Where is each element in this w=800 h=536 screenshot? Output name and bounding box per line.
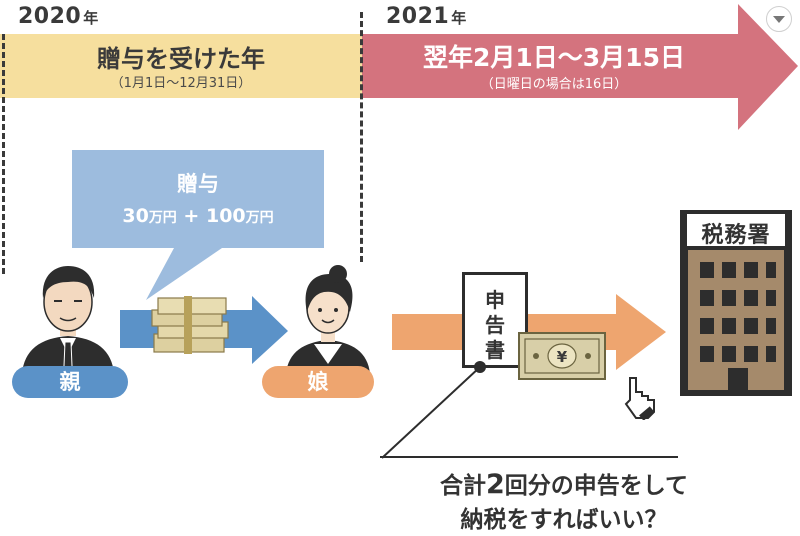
form-char-2: 告 xyxy=(485,313,505,337)
father-avatar-icon xyxy=(22,266,114,374)
gift-year-band: 贈与を受けた年 （1月1日～12月31日） xyxy=(0,34,362,98)
form-char-1: 申 xyxy=(485,288,505,312)
pointer-hand-icon xyxy=(624,377,655,420)
filing-period-title: 翌年2月1日～3月15日 xyxy=(423,43,685,72)
building-windows xyxy=(700,262,776,390)
banknote-icon: ¥ xyxy=(518,332,606,380)
gift-amount: 30万円 + 100万円 xyxy=(122,205,274,227)
callout-underline xyxy=(380,456,678,458)
filing-period-arrow xyxy=(362,4,798,130)
gift-year-title: 贈与を受けた年 xyxy=(97,45,265,73)
receiver-pill: 娘 xyxy=(262,366,374,398)
tax-office-label: 税務署 xyxy=(701,223,771,248)
filing-period-subtitle: （日曜日の場合は16日） xyxy=(480,77,628,92)
form-char-3: 書 xyxy=(485,338,505,362)
timeline-start-divider xyxy=(2,34,5,274)
daughter-avatar-icon xyxy=(286,265,370,374)
year-boundary-divider xyxy=(360,12,363,262)
question-line-2: 納税をすればいい？ xyxy=(460,507,668,533)
gift-title: 贈与 xyxy=(177,172,219,196)
cash-bundle-icon xyxy=(151,296,229,354)
dropdown-chevron-icon[interactable] xyxy=(766,6,792,32)
banknote-yen: ¥ xyxy=(557,348,568,366)
question-line-1: 合計2回分の申告をして xyxy=(439,469,689,500)
gift-year-subtitle: （1月1日～12月31日） xyxy=(110,76,252,91)
tax-return-form xyxy=(462,272,528,368)
gift-bubble xyxy=(72,150,324,300)
giver-pill: 親 xyxy=(12,366,128,398)
callout-line xyxy=(381,361,486,459)
building-sign xyxy=(687,214,785,246)
